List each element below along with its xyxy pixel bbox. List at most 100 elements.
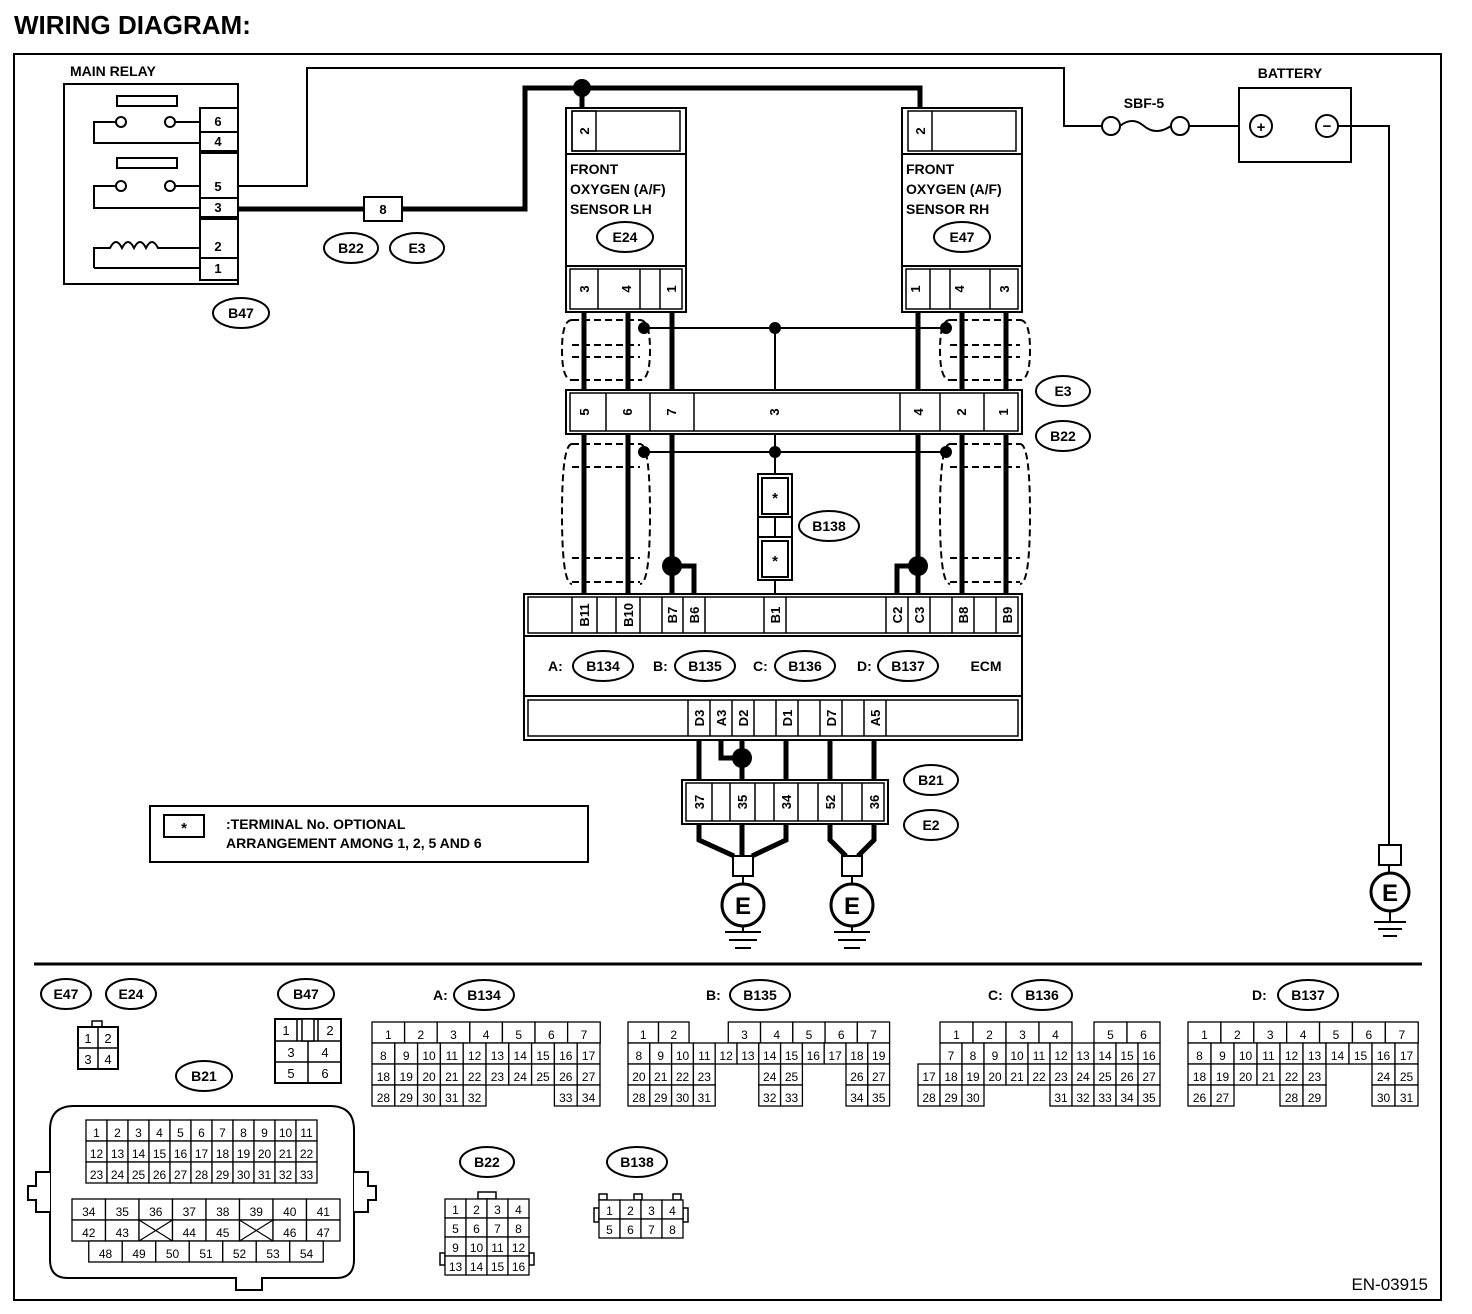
b137-pin-27: 27: [1216, 1091, 1230, 1105]
b135-pin-1: 1: [640, 1028, 647, 1042]
b135-pin-17: 17: [828, 1049, 842, 1063]
b21-pin-21: 21: [279, 1147, 293, 1161]
b134-pin-23: 23: [491, 1070, 505, 1084]
sensor-rh-pin-4: 4: [952, 285, 967, 293]
b22-pin-8: 8: [515, 1222, 522, 1236]
connector-b138-label: B138: [812, 518, 846, 534]
b21-pin-10: 10: [279, 1126, 293, 1140]
b21-pin-1: 1: [93, 1126, 100, 1140]
connector-e47-label: E47: [950, 229, 975, 245]
view-e47-label: E47: [54, 986, 79, 1002]
c136-pin-8: 8: [970, 1049, 977, 1063]
battery-ground: E: [1369, 844, 1411, 937]
b137-pin-18: 18: [1193, 1070, 1207, 1084]
b135-pin-26: 26: [850, 1070, 864, 1084]
b138-pin-2: 2: [627, 1204, 634, 1218]
b138-pin-7: 7: [648, 1223, 655, 1237]
b134-pin-27: 27: [582, 1070, 596, 1084]
c136-pin-1: 1: [953, 1028, 960, 1042]
b135-cell: [779, 1084, 804, 1107]
b21-pin-52: 52: [823, 795, 838, 809]
relay-pin-6: 6: [214, 114, 221, 129]
document-code: EN-03915: [1351, 1275, 1428, 1294]
b21-pin-20: 20: [258, 1147, 272, 1161]
b137-pin-16: 16: [1377, 1049, 1391, 1063]
sensor-rh-top-pin: 2: [913, 127, 928, 134]
b21-lower-pin-36: 36: [149, 1205, 163, 1219]
b134-pin-30: 30: [422, 1091, 436, 1105]
b135-pin-19: 19: [872, 1049, 886, 1063]
main-relay-pins: 6 4 5 3 2 1: [200, 114, 238, 276]
sensor-rh-line2: OXYGEN (A/F): [906, 181, 1002, 197]
ecm-pin-b8: B8: [956, 607, 971, 624]
c136-pin-7: 7: [948, 1049, 955, 1063]
b135-pin-5: 5: [806, 1028, 813, 1042]
b21-pin-25: 25: [132, 1168, 146, 1182]
sensor-rh-line1: FRONT: [906, 161, 955, 177]
ecm-conn-b-prefix: B:: [653, 658, 668, 674]
connector-b22-inline-label: B22: [1050, 428, 1076, 444]
b135-pin-22: 22: [676, 1070, 690, 1084]
b134-pin-9: 9: [403, 1049, 410, 1063]
b134-pin-18: 18: [377, 1070, 391, 1084]
b21-pin-27: 27: [174, 1168, 188, 1182]
b137-pin-3: 3: [1267, 1028, 1274, 1042]
b21-cell: [295, 1161, 318, 1184]
ecm-pin-b7: B7: [665, 607, 680, 624]
inline-pin-3: 3: [767, 408, 782, 415]
b135-pin-3: 3: [741, 1028, 748, 1042]
b22-pin-15: 15: [491, 1260, 505, 1274]
b137-pin-22: 22: [1285, 1070, 1299, 1084]
view-b136-label: B136: [1025, 987, 1059, 1003]
b137-pin-15: 15: [1354, 1049, 1368, 1063]
c136-pin-16: 16: [1142, 1049, 1156, 1063]
b22-pin-9: 9: [452, 1241, 459, 1255]
b21-lower-pin-43: 43: [116, 1226, 130, 1240]
b21-pin-30: 30: [237, 1168, 251, 1182]
b21-lower-pin-51: 51: [199, 1247, 213, 1261]
relay-pin-3: 3: [214, 200, 221, 215]
c136-pin-29: 29: [944, 1091, 958, 1105]
view-b22-label: B22: [474, 1154, 500, 1170]
b21-pin-2: 2: [114, 1126, 121, 1140]
ecm-pin-d3: D3: [692, 710, 707, 727]
c136-pin-3: 3: [1019, 1028, 1026, 1042]
ecm-conn-b136: B136: [788, 658, 822, 674]
view-b21-label: B21: [191, 1068, 217, 1084]
b21-pin-24: 24: [111, 1168, 125, 1182]
b21-lower-pin-52: 52: [233, 1247, 247, 1261]
b138-pin-4: 4: [669, 1204, 676, 1218]
b137-pin-30: 30: [1377, 1091, 1391, 1105]
b21-pin-9: 9: [261, 1126, 268, 1140]
b134-pin-6: 6: [548, 1028, 555, 1042]
connector-e3-label: E3: [408, 240, 425, 256]
b135-pin-8: 8: [636, 1049, 643, 1063]
ecm-pin-d2: D2: [736, 710, 751, 727]
b135-pin-29: 29: [654, 1091, 668, 1105]
c136-pin-27: 27: [1142, 1070, 1156, 1084]
b21-pin-33: 33: [300, 1168, 314, 1182]
view-b134-prefix: A:: [433, 987, 448, 1003]
b134-pin-21: 21: [445, 1070, 459, 1084]
view-b135-label: B135: [743, 987, 777, 1003]
b21-lower-pin-42: 42: [82, 1226, 96, 1240]
b137-pin-6: 6: [1366, 1028, 1373, 1042]
b21-pin-31: 31: [258, 1168, 272, 1182]
b135-pin-6: 6: [838, 1028, 845, 1042]
b21-pin-37: 37: [692, 795, 707, 809]
b134-pin-15: 15: [536, 1049, 550, 1063]
ecm-pin-b6: B6: [687, 607, 702, 624]
b134-pin-11: 11: [446, 1049, 459, 1063]
b22-pin-13: 13: [449, 1260, 463, 1274]
b135-pin-11: 11: [698, 1049, 711, 1063]
connector-b21-label: B21: [918, 772, 944, 788]
sensor-rh-pin-3: 3: [997, 285, 1012, 292]
